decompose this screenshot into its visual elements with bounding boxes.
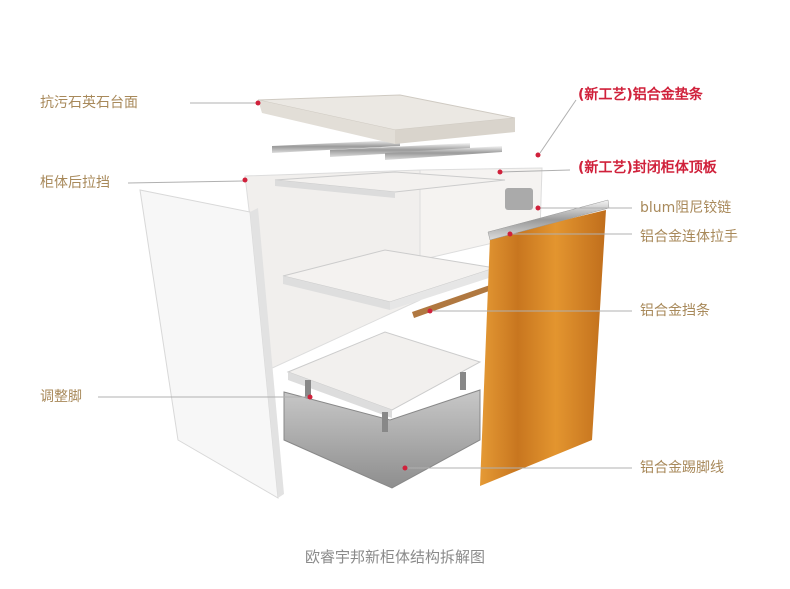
label-countertop: 抗污石英石台面 xyxy=(40,95,138,111)
middle-shelf xyxy=(282,249,496,310)
bottom-board xyxy=(286,331,482,432)
label-alu-stop-strip: 铝合金挡条 xyxy=(640,303,710,319)
diagram-title: 欧睿宇邦新柜体结构拆解图 xyxy=(304,548,485,566)
leader-lines xyxy=(98,99,632,469)
label-alu-handle: 铝合金连体拉手 xyxy=(640,229,738,245)
blum-hinge xyxy=(505,188,533,210)
quartz-countertop xyxy=(257,94,516,144)
label-back-brace: 柜体后拉挡 xyxy=(40,175,110,191)
label-blum-hinge: blum阻尼铰链 xyxy=(640,200,732,216)
wood-door xyxy=(480,210,606,486)
label-adjust-foot: 调整脚 xyxy=(40,389,82,405)
aluminum-pad-strips xyxy=(272,140,502,160)
aluminum-kickboard xyxy=(283,389,481,489)
left-side-panel xyxy=(139,189,284,499)
label-alu-kickboard: 铝合金踢脚线 xyxy=(640,460,724,476)
label-sealed-top-board: (新工艺)封闭柜体顶板 xyxy=(578,160,717,176)
callout-dots xyxy=(242,100,541,471)
sealed-top-board xyxy=(274,171,506,198)
label-alu-pad-strip: (新工艺)铝合金垫条 xyxy=(578,87,703,103)
